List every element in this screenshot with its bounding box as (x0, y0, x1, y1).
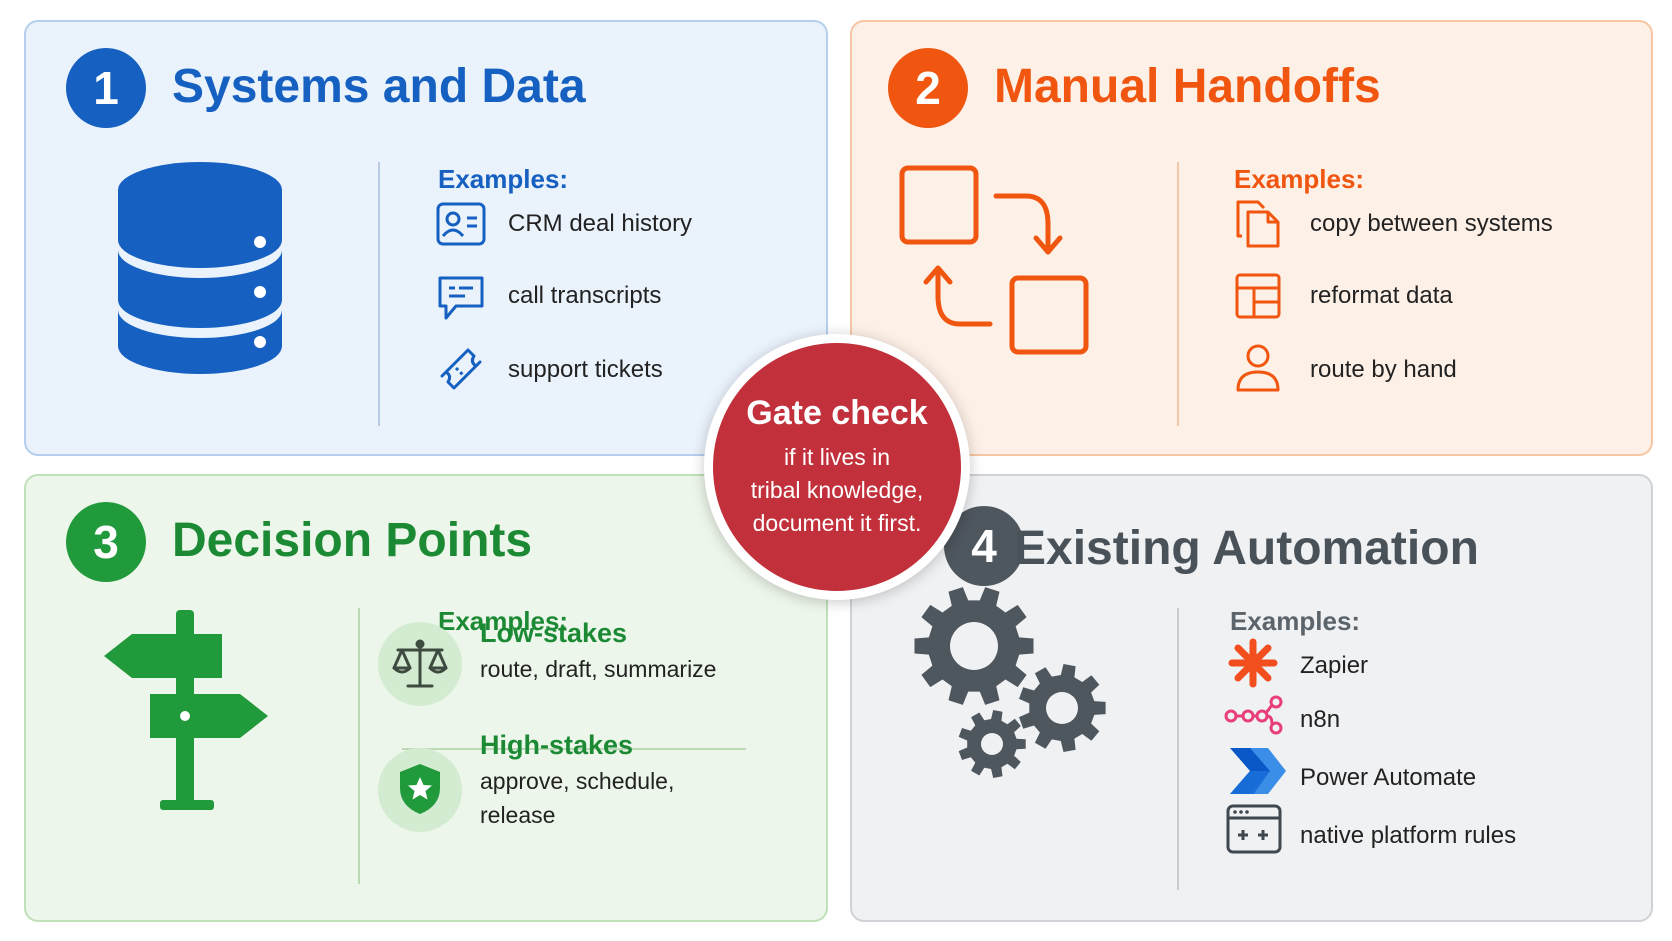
panel-title: Existing Automation (1014, 522, 1479, 575)
database-icon (118, 162, 282, 374)
low-stakes-title: Low-stakes (480, 618, 628, 648)
low-stakes-description: route, draft, summarize (480, 656, 717, 682)
gate-check-callout: Gate check if it lives in tribal knowled… (704, 334, 970, 600)
scale-icon (392, 639, 448, 688)
gate-check-line: tribal knowledge, (750, 477, 924, 503)
panel-systems-and-data: 1 Systems and Data Examples: CRM deal hi… (24, 20, 828, 456)
gate-check-title: Gate check (746, 394, 928, 432)
panel-manual-handoffs: 2 Manual Handoffs Examples: copy between… (850, 20, 1653, 456)
gear-icon (1019, 664, 1106, 752)
copy-documents-icon (1236, 200, 1280, 248)
gate-check-line: if it lives in (783, 444, 891, 470)
table-layout-icon (1235, 273, 1281, 319)
handoff-arrows-icon (899, 165, 1089, 355)
chat-bubble-icon (438, 276, 484, 320)
example-item: Power Automate (1300, 764, 1477, 791)
example-item: native platform rules (1300, 822, 1517, 849)
examples-label: Examples: (438, 164, 569, 194)
example-item: copy between systems (1310, 210, 1553, 237)
panel-title: Decision Points (172, 514, 533, 567)
n8n-icon (1224, 695, 1283, 735)
power-automate-icon (1230, 748, 1286, 794)
gear-icon (958, 710, 1026, 778)
ticket-icon (440, 348, 482, 390)
person-icon (1236, 344, 1280, 392)
example-item: reformat data (1310, 282, 1453, 309)
example-item: Zapier (1300, 652, 1369, 679)
divider (358, 608, 360, 884)
examples-label: Examples: (438, 606, 569, 636)
examples-label: Examples: (1234, 164, 1365, 194)
step-badge: 1 (66, 48, 146, 128)
gate-check-line: document it first. (752, 510, 922, 536)
example-item: route by hand (1310, 356, 1457, 383)
example-item: support tickets (508, 356, 663, 383)
example-item: call transcripts (508, 282, 662, 309)
example-item: CRM deal history (508, 210, 693, 237)
panel-decision-points: 3 Decision Points Examples: Low-stakes r… (24, 474, 828, 922)
contact-card-icon (436, 202, 486, 246)
signpost-icon (104, 610, 268, 810)
divider (1177, 608, 1179, 890)
step-badge: 3 (66, 502, 146, 582)
divider (378, 162, 380, 426)
panel-title: Systems and Data (172, 60, 586, 113)
browser-rules-icon (1226, 804, 1282, 854)
divider (402, 748, 746, 750)
divider (1177, 162, 1179, 426)
examples-label: Examples: (1230, 606, 1361, 636)
step-badge: 2 (888, 48, 968, 128)
panel-existing-automation: 4 Existing Automation Examples: Zapier n… (850, 474, 1653, 922)
panel-title: Manual Handoffs (994, 60, 1381, 113)
shield-star-icon (400, 764, 440, 814)
high-stakes-description: approve, schedule, release (480, 768, 675, 828)
gear-icon (914, 587, 1034, 705)
example-item: n8n (1300, 706, 1341, 733)
zapier-icon (1228, 638, 1278, 688)
gears-icon (914, 587, 1106, 778)
high-stakes-title: High-stakes (480, 730, 634, 760)
